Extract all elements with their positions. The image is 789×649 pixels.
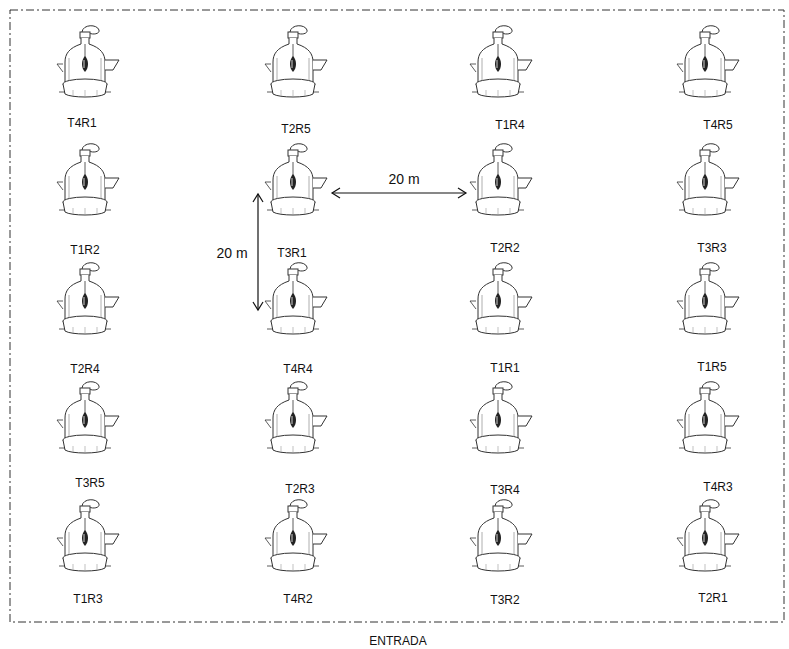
trap-icon [677, 144, 739, 215]
trap-label: T3R4 [490, 484, 519, 496]
trap-label: T2R4 [70, 363, 99, 375]
trap-icon [265, 263, 327, 334]
trap-label: T4R2 [283, 593, 312, 605]
trap-label: T4R5 [703, 119, 732, 131]
trap-label: T1R5 [697, 361, 726, 373]
trap-label: T4R1 [67, 117, 96, 129]
trap-label: T2R1 [698, 592, 727, 604]
trap-label: T2R2 [490, 242, 519, 254]
trap-icon [470, 500, 532, 571]
trap-label: T2R3 [285, 483, 314, 495]
trap-icon [265, 144, 327, 215]
trap-label: T2R5 [281, 123, 310, 135]
dimension-label: 20 m [386, 172, 421, 186]
trap-icon [470, 263, 532, 334]
trap-icon [265, 26, 327, 97]
trap-icon [470, 144, 532, 215]
trap-icon [57, 382, 119, 453]
trap-icon [57, 263, 119, 334]
trap-icon [57, 500, 119, 571]
trap-icon [57, 26, 119, 97]
trap-icon [677, 263, 739, 334]
trap-label: T1R1 [490, 362, 519, 374]
entrance-label: ENTRADA [369, 635, 426, 647]
trap-label: T3R5 [75, 477, 104, 489]
trap-icon [677, 500, 739, 571]
dimension-label: 20 m [214, 246, 249, 260]
trap-label: T1R4 [495, 119, 524, 131]
trap-icon [677, 382, 739, 453]
trap-label: T3R1 [277, 247, 306, 259]
trap-label: T3R2 [490, 594, 519, 606]
trap-label: T1R2 [70, 244, 99, 256]
field-border [10, 10, 784, 622]
trap-label: T4R3 [703, 481, 732, 493]
trap-icon [57, 144, 119, 215]
trap-icon [470, 26, 532, 97]
trap-label: T3R3 [697, 242, 726, 254]
trap-label: T1R3 [73, 593, 102, 605]
trap-icon [265, 382, 327, 453]
trap-icon [470, 382, 532, 453]
trap-icon [265, 500, 327, 571]
trap-label: T4R4 [283, 363, 312, 375]
dimension-arrows [253, 188, 466, 310]
trap-icon [677, 26, 739, 97]
